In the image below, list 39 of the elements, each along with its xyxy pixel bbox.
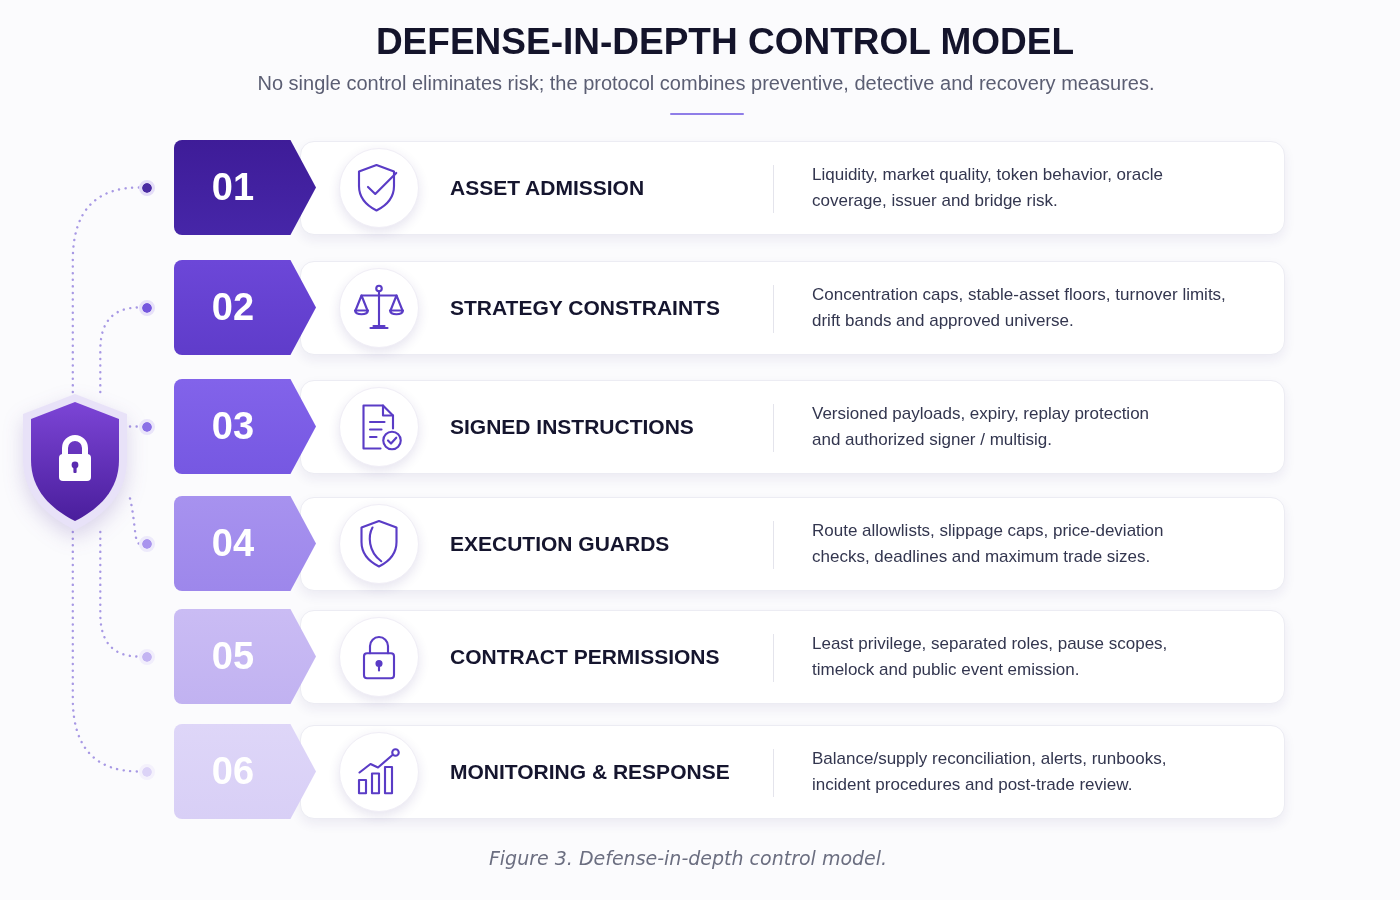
step-title: MONITORING & RESPONSE [450,759,730,785]
connector-dot [139,299,155,316]
step-title: STRATEGY CONSTRAINTS [450,295,720,321]
dotted-connector [128,497,141,545]
step-description: Balance/supply reconciliation, alerts, runbooks, incident procedures and post-trade review. [812,748,1168,796]
control-card [300,610,1285,704]
step-description: Versioned payloads, expiry, replay protection and authorized signer / multisig. [812,403,1151,451]
step-number-tab: 05 [174,609,316,704]
connector-dot [139,418,155,435]
dotted-connector [71,186,141,394]
step-title: EXECUTION GUARDS [450,531,670,557]
step-description: Route allowlists, slippage caps, price-deviation checks, deadlines and maximum trade sizes. [812,520,1165,568]
control-card [300,141,1285,235]
control-card [300,497,1285,591]
connector-dot [139,179,155,196]
control-card [300,261,1285,355]
connector-dot [139,535,155,552]
step-description: Concentration caps, stable-asset floors, turnover limits, drift bands and approved universe. [812,284,1227,332]
step-title: CONTRACT PERMISSIONS [450,644,720,670]
dotted-connector [71,530,141,773]
subtitle: No single control eliminates risk; the protocol combines preventive, detective and recovery measures. [257,71,1155,96]
step-number-tab: 03 [174,379,316,474]
dotted-connector [99,306,141,394]
connector-dot [139,648,155,665]
step-description: Liquidity, market quality, token behavior, oracle coverage, issuer and bridge risk. [812,164,1164,212]
dotted-connector [99,530,141,658]
diagram-title: DEFENSE-IN-DEPTH CONTROL MODEL [375,20,1075,64]
step-title: SIGNED INSTRUCTIONS [450,414,694,440]
security-shield-illustration [20,392,130,532]
control-card [300,725,1285,819]
figure-caption: Figure 3. Defense-in-depth control model. [488,846,888,871]
step-number-tab: 01 [174,140,316,235]
step-description: Least privilege, separated roles, pause scopes, timelock and public event emission. [812,633,1169,681]
dotted-connector [128,425,141,428]
step-title: ASSET ADMISSION [450,175,645,201]
step-number-tab: 04 [174,496,316,591]
connector-dot [139,763,155,780]
step-number-tab: 02 [174,260,316,355]
control-card [300,380,1285,474]
